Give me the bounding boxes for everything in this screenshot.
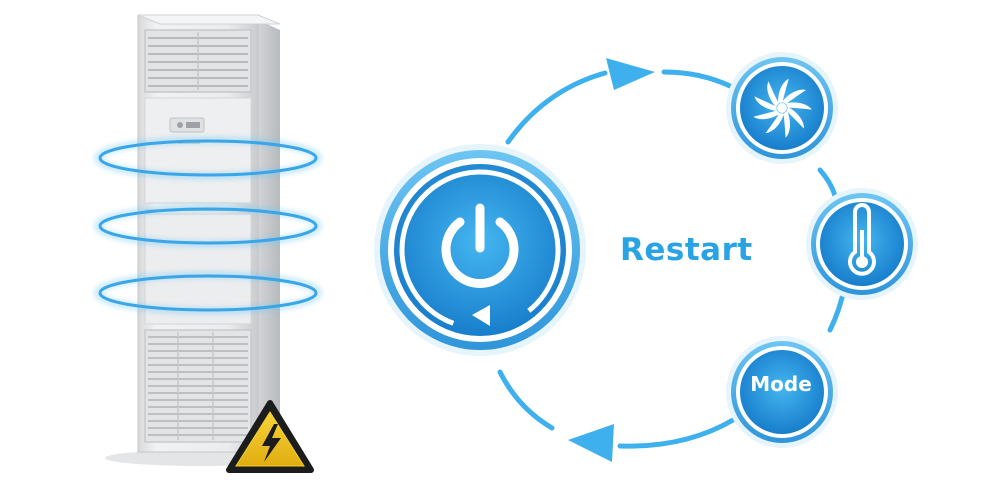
thermometer-icon — [848, 203, 876, 276]
electric-hazard-warning-icon — [226, 400, 314, 473]
mode-label: Mode — [750, 372, 812, 396]
fan-icon — [753, 78, 812, 138]
air-conditioner-unit — [105, 14, 295, 466]
power-icon — [441, 203, 519, 288]
restart-label: Restart — [620, 232, 753, 268]
bottom-grille — [144, 329, 252, 443]
airflow-rings — [94, 136, 322, 315]
arrow-head-top — [606, 58, 655, 90]
top-grille — [144, 29, 252, 93]
mode-circle — [726, 336, 838, 448]
arrow-head-bottom — [568, 424, 614, 462]
